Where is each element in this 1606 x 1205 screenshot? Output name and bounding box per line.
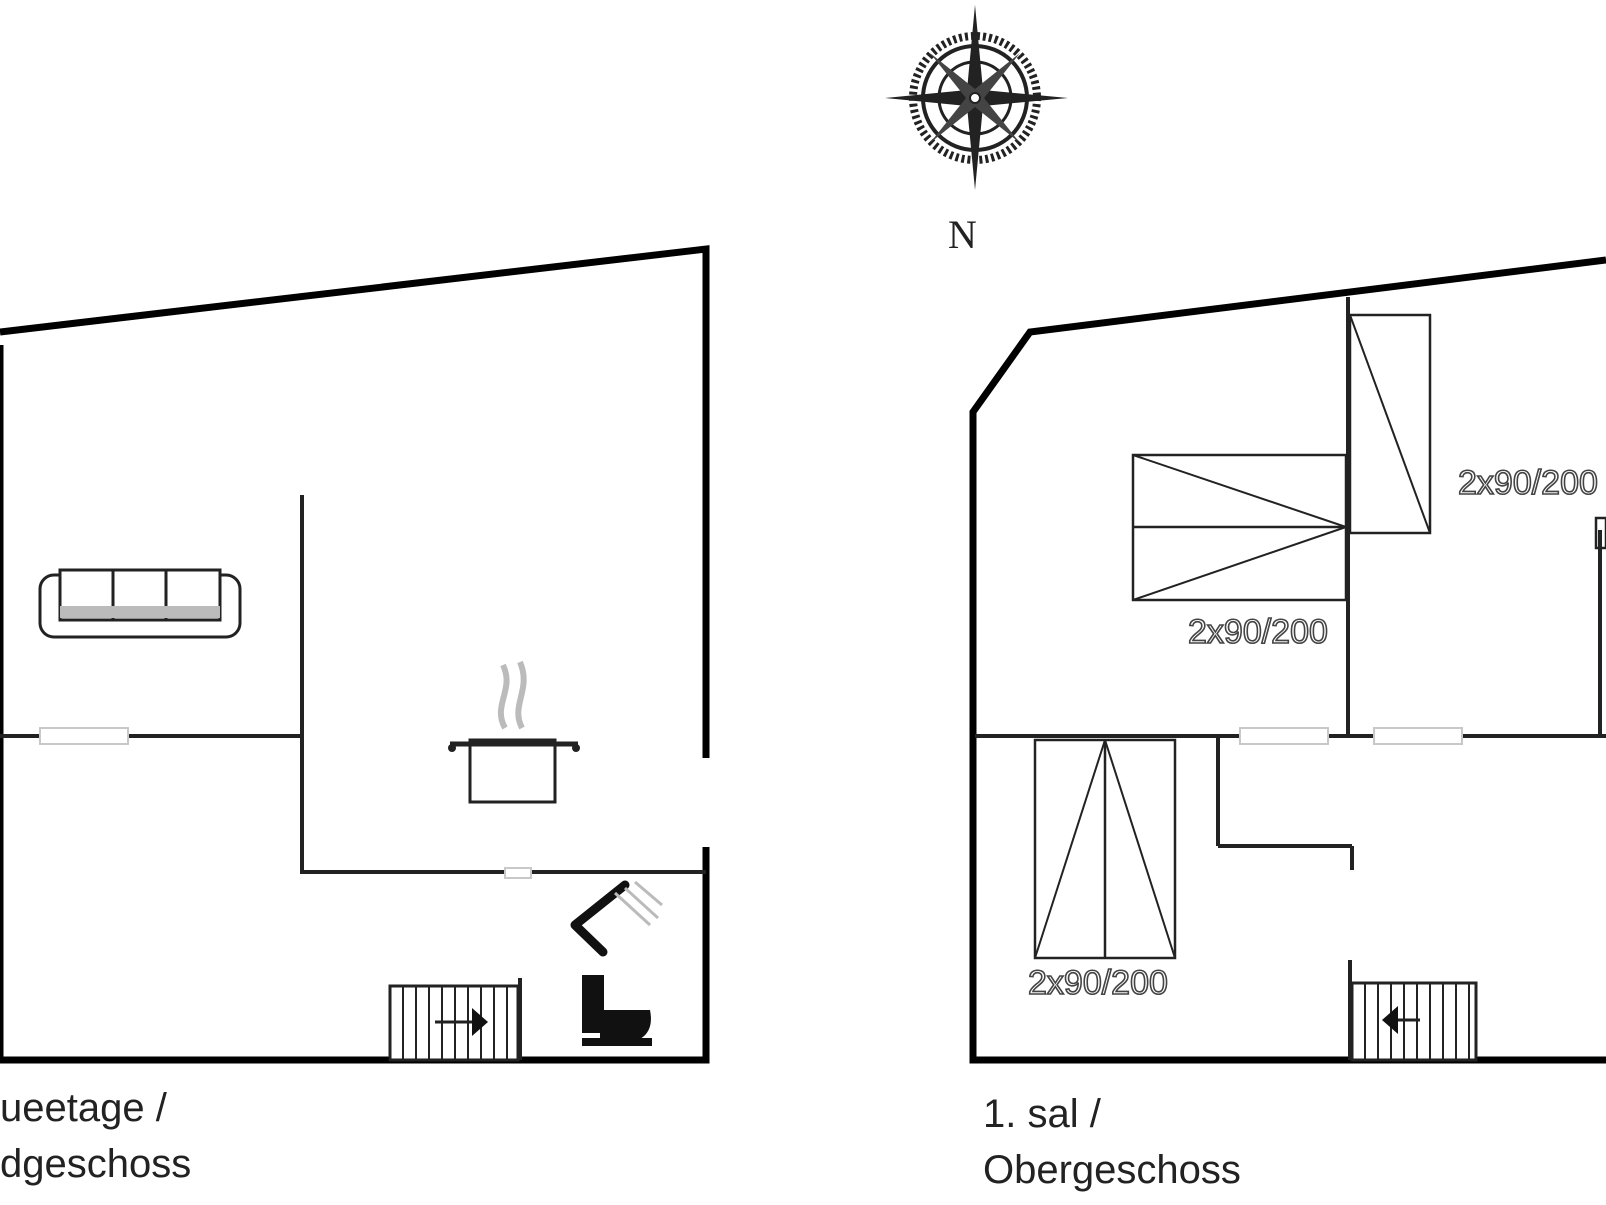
bed-icon	[1033, 738, 1177, 960]
first-floor-label-line1: 1. sal /	[983, 1092, 1101, 1136]
bed-size-label: 2x90/200	[1028, 964, 1168, 1002]
north-label: N	[948, 212, 977, 257]
ground-floor-label-line1: ueetage /	[0, 1086, 167, 1130]
first-floor-label: 1. sal / Obergeschoss	[983, 1086, 1241, 1198]
cooking-pot-icon	[448, 660, 580, 804]
ground-floor-label-line2: dgeschoss	[0, 1142, 192, 1186]
first-floor-plan: 2x90/200 2x90/200 2x90/200	[969, 256, 1606, 1064]
first-floor-label-line2: Obergeschoss	[983, 1148, 1241, 1192]
compass-rose-icon	[885, 5, 1068, 190]
toilet-icon	[582, 975, 652, 1046]
ground-floor-plan	[0, 245, 710, 1064]
stairs-icon	[1350, 981, 1478, 1062]
shower-icon	[570, 880, 663, 957]
ground-floor-label: ueetage / dgeschoss	[0, 1080, 191, 1192]
bed-icon	[1131, 453, 1348, 602]
bed-size-label: 2x90/200	[1188, 613, 1328, 651]
sofa-icon	[38, 568, 242, 639]
bed-size-label: 2x90/200	[1458, 464, 1598, 502]
stairs-icon	[388, 984, 520, 1062]
bed-edge	[1594, 516, 1606, 550]
bed-icon	[1348, 313, 1432, 535]
